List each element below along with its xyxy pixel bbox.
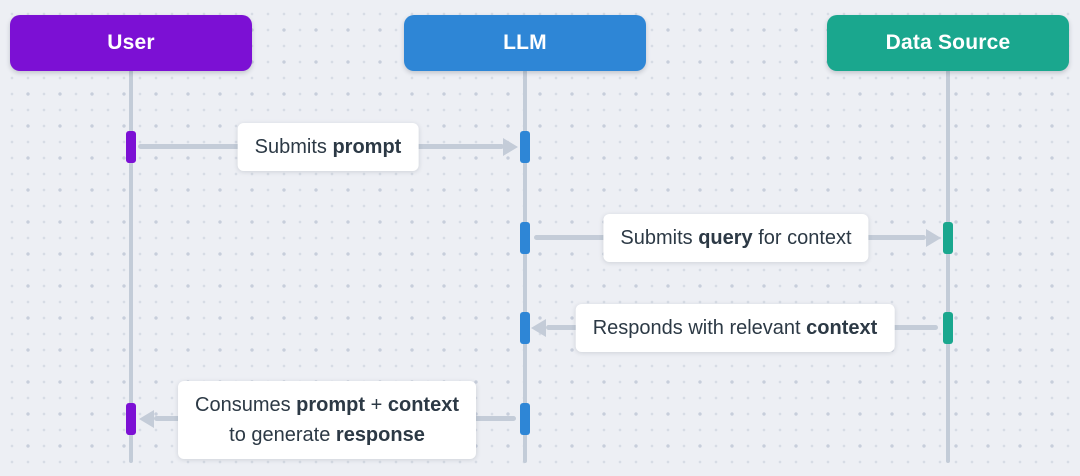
message-text-segment: Responds with relevant xyxy=(592,317,807,339)
activation-bar-user xyxy=(126,403,136,435)
message-line: Responds with relevant context xyxy=(593,313,878,343)
message-line: to generate response xyxy=(195,420,459,450)
arrow-head-right-icon xyxy=(503,138,518,156)
arrow-head-left-icon xyxy=(531,319,546,337)
actor-label-llm: LLM xyxy=(503,31,547,54)
message-text-segment: + xyxy=(365,394,388,416)
actor-box-user: User xyxy=(10,15,252,71)
activation-bar-data-source xyxy=(943,312,953,344)
message-text-segment: Submits xyxy=(254,136,333,158)
actor-label-user: User xyxy=(107,31,155,54)
message-text-segment: to generate xyxy=(229,424,336,446)
message-line: Submits prompt xyxy=(255,132,402,162)
activation-bar-data-source xyxy=(943,222,953,254)
actor-box-llm: LLM xyxy=(404,15,646,71)
message-text-segment-bold: query xyxy=(698,227,753,249)
activation-bar-llm xyxy=(520,131,530,163)
lifeline-user xyxy=(129,70,133,463)
message-text-segment: for context xyxy=(752,227,852,249)
message-text-segment-bold: prompt xyxy=(296,394,366,416)
message-text-segment: Submits xyxy=(620,227,699,249)
message-text-segment: Consumes xyxy=(195,394,297,416)
actor-box-data-source: Data Source xyxy=(827,15,1069,71)
message-text-segment-bold: response xyxy=(335,424,425,446)
message-label-consumes-generate: Consumes prompt + context to generate re… xyxy=(178,381,476,459)
actor-label-data-source: Data Source xyxy=(885,31,1011,54)
activation-bar-user xyxy=(126,131,136,163)
lifeline-data-source xyxy=(946,70,950,463)
arrow-head-left-icon xyxy=(139,410,154,428)
activation-bar-llm xyxy=(520,312,530,344)
activation-bar-llm xyxy=(520,403,530,435)
message-label-submits-prompt: Submits prompt xyxy=(237,123,419,171)
arrow-head-right-icon xyxy=(926,229,941,247)
message-text-segment-bold: context xyxy=(387,394,459,416)
message-line: Consumes prompt + context xyxy=(195,390,459,420)
activation-bar-llm xyxy=(520,222,530,254)
message-label-responds-context: Responds with relevant context xyxy=(575,304,895,352)
message-line: Submits query for context xyxy=(620,223,851,253)
message-text-segment-bold: prompt xyxy=(332,136,402,158)
lifeline-llm xyxy=(523,70,527,463)
message-label-submits-query: Submits query for context xyxy=(603,214,869,262)
message-text-segment-bold: context xyxy=(806,317,878,339)
